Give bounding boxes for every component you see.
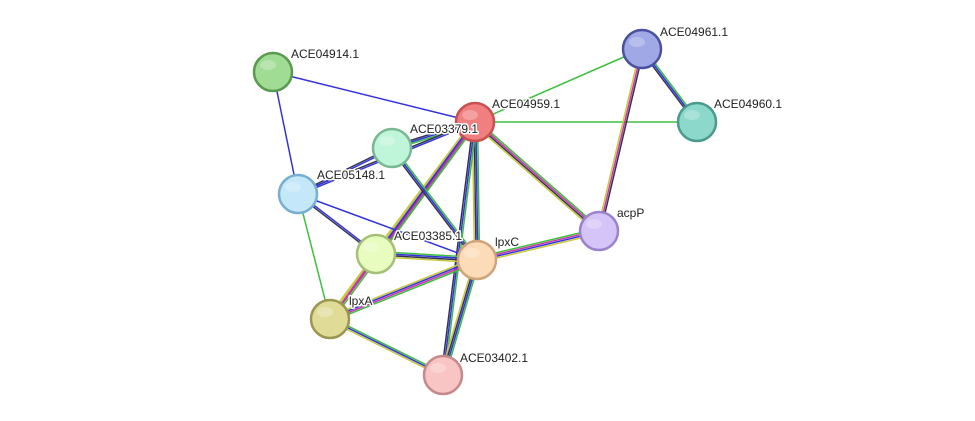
evidence-strand-green — [297, 193, 331, 320]
node-label: acpP — [617, 206, 644, 220]
node-circle[interactable] — [578, 210, 620, 252]
evidence-strand-blue — [272, 71, 299, 195]
interaction-edge[interactable] — [297, 193, 478, 261]
protein-node[interactable]: ACE04959.1 — [454, 96, 562, 143]
interaction-edge[interactable] — [471, 121, 481, 261]
node-label: ACE04914.1 — [291, 47, 359, 61]
evidence-strand-magenta — [330, 122, 477, 320]
node-highlight — [430, 363, 446, 373]
evidence-strand-magenta — [598, 48, 643, 232]
node-highlight — [684, 110, 700, 120]
evidence-strand-yellow — [328, 319, 443, 378]
node-circle[interactable] — [309, 298, 351, 340]
node-circle[interactable] — [355, 233, 397, 275]
evidence-strand-green — [474, 48, 643, 123]
interaction-edge[interactable] — [596, 48, 645, 232]
evidence-strand-blue — [329, 258, 477, 319]
evidence-strand-green — [476, 119, 602, 230]
node-label: lpxC — [495, 235, 519, 249]
node-highlight — [379, 136, 395, 146]
node-circle[interactable] — [252, 51, 294, 93]
protein-node[interactable]: ACE03379.1 — [371, 121, 480, 169]
evidence-strand-green — [392, 146, 479, 260]
protein-node[interactable]: ACE03402.1 — [422, 350, 530, 396]
interaction-edge[interactable] — [390, 146, 479, 262]
interaction-edge[interactable] — [327, 120, 478, 321]
evidence-strand-blue — [329, 318, 444, 376]
evidence-strand-yellow — [596, 48, 642, 231]
node-circle[interactable] — [676, 101, 718, 143]
evidence-strand-blue — [477, 231, 600, 262]
evidence-strand-dark — [440, 121, 475, 375]
evidence-strand-green — [476, 121, 481, 260]
evidence-strand-green — [330, 261, 479, 323]
evidence-strand-blue — [272, 71, 476, 123]
nodes-layer: ACE04959.1 ACE04914.1 ACE04961.1ACE04960.1… — [252, 24, 784, 396]
node-highlight — [629, 37, 645, 47]
node-label: ACE04959.1 — [492, 97, 560, 111]
protein-node[interactable]: ACE04914.1 — [252, 46, 361, 93]
node-circle[interactable] — [371, 127, 413, 169]
node-circle[interactable] — [277, 173, 319, 215]
node-label: ACE04961.1 — [660, 25, 728, 39]
protein-node[interactable]: ACE04961.1 — [621, 24, 730, 70]
protein-node[interactable]: ACE03385.1 — [355, 228, 464, 275]
evidence-strand-dark — [390, 148, 477, 262]
node-circle[interactable] — [422, 354, 464, 396]
evidence-strand-green — [330, 316, 445, 375]
node-label: ACE03402.1 — [460, 351, 528, 365]
interaction-edge[interactable] — [328, 316, 445, 378]
node-label: ACE03385.1 — [394, 229, 462, 243]
evidence-strand-green — [331, 123, 478, 321]
node-label: ACE05148.1 — [317, 168, 385, 182]
interaction-edge[interactable] — [472, 119, 602, 234]
node-highlight — [464, 248, 480, 258]
node-highlight — [586, 219, 602, 229]
evidence-strand-magenta — [476, 229, 599, 260]
node-highlight — [260, 60, 276, 70]
evidence-strand-yellow — [327, 120, 474, 318]
evidence-strand-blue — [297, 193, 478, 261]
node-highlight — [363, 242, 379, 252]
interaction-edge[interactable] — [272, 71, 299, 195]
node-highlight — [285, 182, 301, 192]
node-circle[interactable] — [454, 101, 496, 143]
node-label: lpxA — [349, 294, 372, 308]
node-label: ACE04960.1 — [714, 97, 782, 111]
interaction-edge[interactable] — [328, 256, 479, 323]
interaction-edge[interactable] — [476, 227, 600, 264]
node-highlight — [317, 307, 333, 317]
evidence-strand-green — [476, 227, 599, 259]
protein-node[interactable]: lpxC — [456, 234, 521, 281]
protein-node[interactable]: ACE05148.1 — [277, 167, 387, 215]
evidence-strand-dark — [473, 122, 599, 233]
protein-node[interactable]: acpP — [578, 205, 646, 252]
evidence-strand-yellow — [328, 256, 477, 318]
protein-node[interactable]: lpxA — [309, 293, 374, 340]
interaction-edge[interactable] — [474, 48, 643, 123]
node-label: ACE03379.1 — [410, 122, 478, 136]
evidence-strand-blue — [328, 121, 475, 319]
node-highlight — [462, 110, 478, 120]
interaction-edge[interactable] — [272, 71, 476, 123]
evidence-strand-blue — [442, 121, 476, 376]
evidence-strand-blue — [475, 121, 479, 260]
interaction-edge[interactable] — [297, 193, 331, 320]
node-circle[interactable] — [456, 239, 498, 281]
protein-node[interactable]: ACE04960.1 — [676, 96, 784, 143]
evidence-strand-magenta — [330, 260, 478, 321]
evidence-strand-yellow — [472, 123, 598, 234]
evidence-strand-yellow — [477, 232, 600, 264]
evidence-strand-dark — [599, 49, 645, 232]
evidence-strand-blue — [391, 147, 478, 261]
node-circle[interactable] — [621, 28, 663, 70]
evidence-strand-magenta — [475, 120, 601, 231]
